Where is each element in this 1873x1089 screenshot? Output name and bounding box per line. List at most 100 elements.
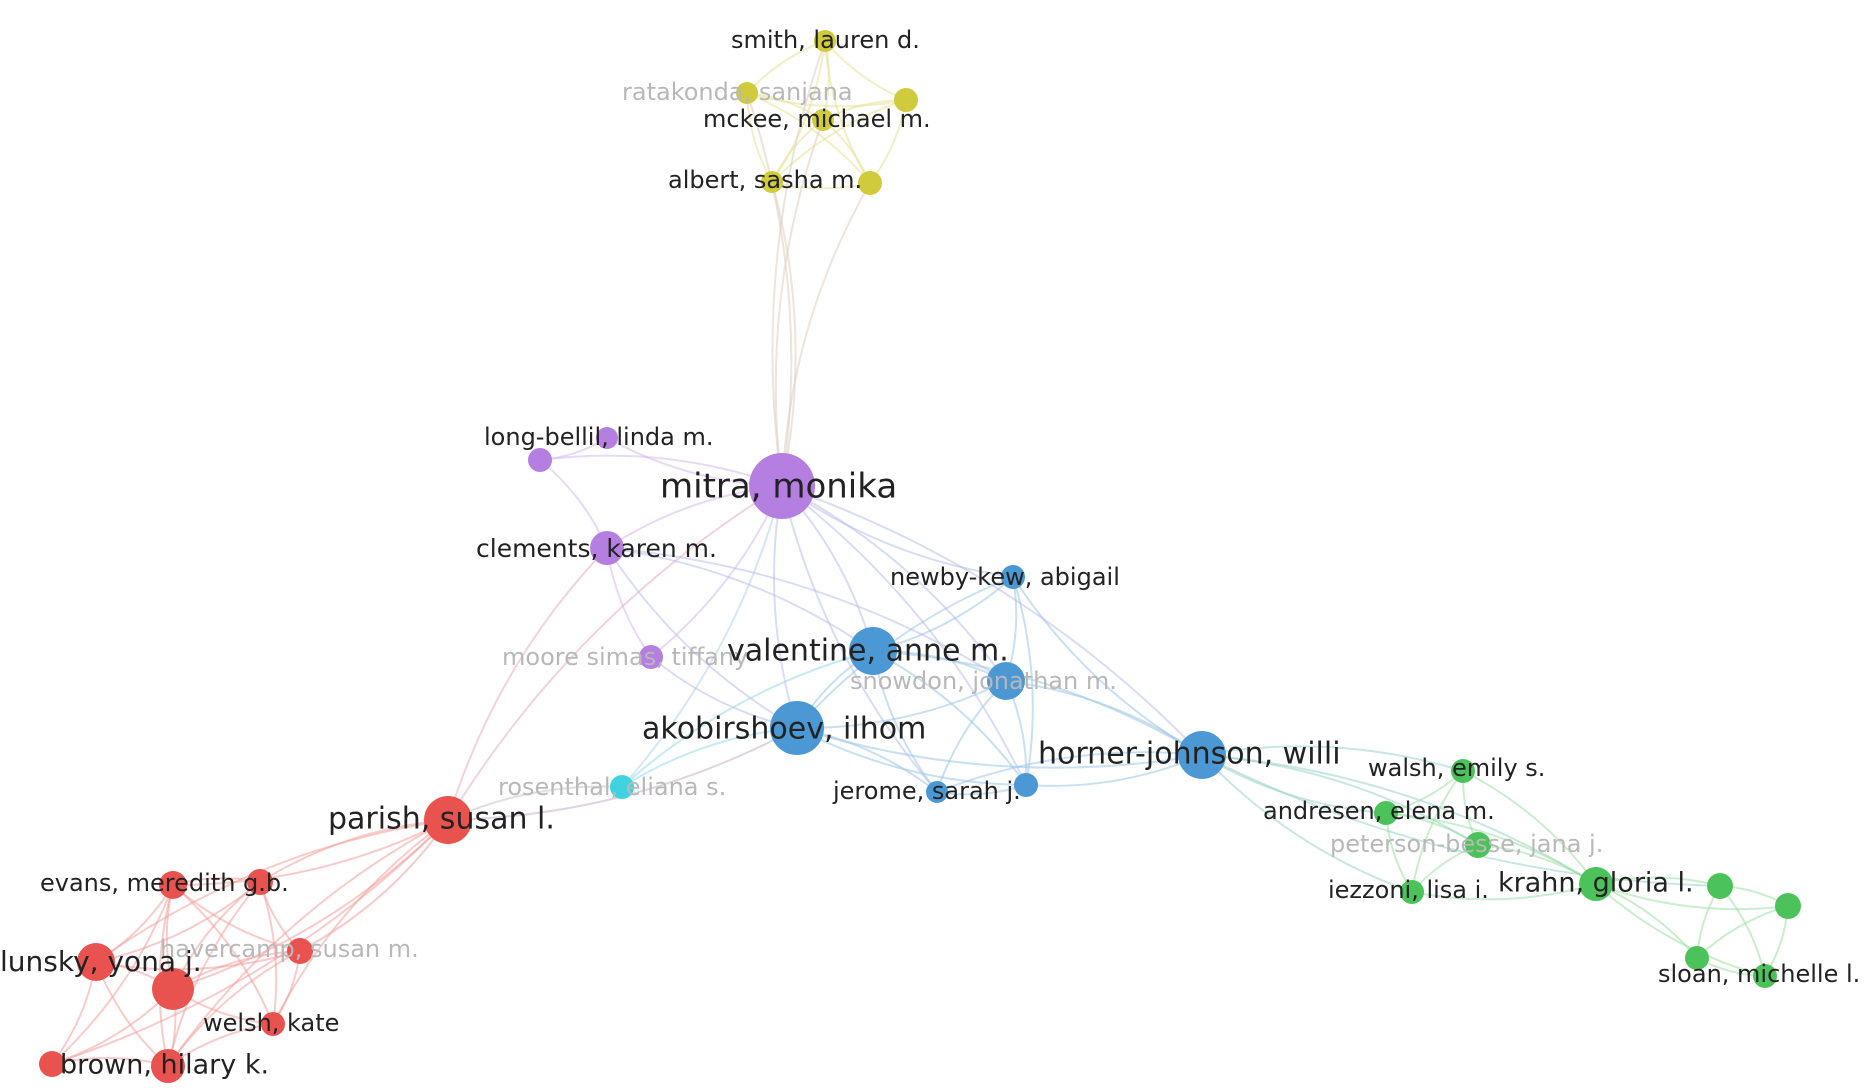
edge-mitra-yellow6 — [781, 182, 871, 487]
label-walsh: walsh, emily s. — [1368, 754, 1545, 782]
node-havercamp[interactable] — [287, 938, 313, 964]
node-smith[interactable] — [814, 30, 836, 52]
label-snowdon: snowdon, jonathan m. — [850, 667, 1117, 695]
edge-hornerjohnson-jeromeNode — [936, 751, 1203, 793]
label-petersonbesse: peterson-besse, jana j. — [1330, 830, 1603, 858]
edge-clements-valentine — [606, 547, 874, 652]
node-green7[interactable] — [1775, 893, 1801, 919]
label-mooresimas: moore simas, tiffany — [502, 643, 748, 671]
edge-smith-albert — [771, 40, 826, 183]
node-valentine[interactable] — [849, 627, 897, 675]
edge-valentine-hornerjohnson — [872, 650, 1203, 756]
node-albert[interactable] — [761, 171, 783, 193]
node-yellow6[interactable] — [858, 171, 882, 195]
edge-krahn-green7 — [1595, 883, 1789, 911]
label-parish: parish, susan l. — [328, 802, 555, 837]
edge-rosenthal-valentine — [621, 650, 874, 788]
label-longbellil: long-bellil, linda m. — [484, 423, 714, 451]
edge-hornerjohnson-green6 — [1201, 754, 1721, 887]
label-layer: smith, lauren d.ratakonda, sanjanamckee,… — [0, 26, 1860, 1081]
edge-clements-akobirshoev — [606, 547, 798, 729]
node-mooresimas[interactable] — [639, 645, 663, 669]
node-lunsky[interactable] — [77, 943, 115, 981]
label-andresen: andresen, elena m. — [1263, 797, 1495, 825]
node-yellow4[interactable] — [894, 88, 918, 112]
node-newbykew[interactable] — [1001, 565, 1025, 589]
node-evans[interactable] — [159, 871, 187, 899]
node-parish[interactable] — [424, 796, 472, 844]
label-welsh: welsh, kate — [203, 1009, 339, 1037]
edge-walsh-krahn — [1462, 770, 1597, 885]
edge-akobirshoev-jeromeLbl — [796, 727, 1027, 786]
node-rosenthal[interactable] — [610, 775, 634, 799]
node-green6[interactable] — [1707, 873, 1733, 899]
edge-parish-brown — [167, 819, 449, 1067]
node-red7[interactable] — [39, 1051, 65, 1077]
node-petersonbesse[interactable] — [1465, 832, 1491, 858]
edge-mitra-albert — [771, 181, 797, 487]
label-brown: brown, hilary k. — [60, 1050, 269, 1081]
node-welsh[interactable] — [261, 1012, 285, 1036]
edge-clements-parish — [447, 547, 608, 821]
edge-clements-mooresimas — [606, 547, 652, 658]
edge-mitra-hornerjohnson — [781, 485, 1203, 756]
label-krahn: krahn, gloria l. — [1498, 868, 1694, 899]
edge-iezzoni-krahn — [1411, 883, 1597, 901]
node-sloan[interactable] — [1753, 964, 1777, 988]
edge-evans-welsh — [172, 884, 274, 1025]
node-mitra[interactable] — [749, 453, 815, 519]
node-brown[interactable] — [151, 1049, 185, 1083]
edge-ratakonda-yellow6 — [746, 92, 871, 184]
node-layer — [39, 30, 1801, 1083]
edge-layer — [51, 40, 1789, 1067]
node-clements[interactable] — [590, 531, 624, 565]
node-krahn[interactable] — [1579, 867, 1613, 901]
edge-newbykew-hornerjohnson — [1012, 576, 1203, 756]
edge-havercamp-brown — [167, 950, 301, 1067]
node-iezzoni[interactable] — [1400, 880, 1424, 904]
node-jeromeLbl[interactable] — [1014, 773, 1038, 797]
node-snowdon[interactable] — [987, 662, 1025, 700]
edge-parish-red7 — [51, 819, 449, 1065]
node-purple2[interactable] — [596, 427, 618, 449]
label-jeromeLbl: jerome, sarah j. — [832, 777, 1021, 805]
node-jeromeNode[interactable] — [926, 781, 948, 803]
node-green8[interactable] — [1685, 946, 1709, 970]
edge-evans-red7 — [51, 884, 174, 1065]
label-lunsky: lunsky, yona j. — [0, 945, 202, 978]
label-rosenthal: rosenthal, eliana s. — [498, 773, 726, 801]
edge-green7-green8 — [1696, 905, 1789, 959]
label-havercamp: havercamp, susan m. — [160, 935, 419, 963]
edge-parish-red5 — [172, 819, 449, 990]
node-andresen[interactable] — [1374, 801, 1398, 825]
label-mitra: mitra, monika — [660, 467, 897, 507]
edge-krahn-sloan — [1595, 883, 1766, 977]
edge-hornerjohnson-iezzoni — [1201, 754, 1413, 893]
label-valentine: valentine, anne m. — [727, 634, 1009, 669]
node-mckee[interactable] — [812, 109, 834, 131]
node-walsh[interactable] — [1451, 759, 1475, 783]
edge-parish-havercamp — [299, 819, 449, 952]
edge-clements-snowdon — [606, 547, 1007, 682]
node-akobirshoev[interactable] — [770, 701, 824, 755]
edge-mitra-ratakonda — [746, 92, 793, 487]
label-iezzoni: iezzoni, lisa i. — [1328, 876, 1489, 904]
edge-mitra-smith — [771, 40, 826, 487]
label-ratakonda: ratakonda, sanjana — [622, 78, 853, 106]
node-ratakonda[interactable] — [736, 82, 758, 104]
label-hornerjohnson: horner-johnson, willi — [1038, 737, 1341, 772]
edge-hornerjohnson-walsh — [1201, 745, 1464, 772]
label-clements: clements, karen m. — [476, 534, 717, 563]
edge-walsh-iezzoni — [1411, 770, 1464, 893]
edge-valentine-jeromeLbl — [872, 650, 1027, 786]
edge-mitra-akobirshoev — [773, 485, 798, 729]
edge-ratakonda-yellow4 — [746, 92, 907, 108]
label-mckee: mckee, michael m. — [703, 105, 931, 133]
node-red5[interactable] — [152, 968, 194, 1010]
node-longbellil[interactable] — [528, 448, 552, 472]
node-hornerjohnson[interactable] — [1178, 731, 1226, 779]
node-red2[interactable] — [247, 869, 273, 895]
edge-mitra-jeromeLbl — [781, 485, 1027, 786]
